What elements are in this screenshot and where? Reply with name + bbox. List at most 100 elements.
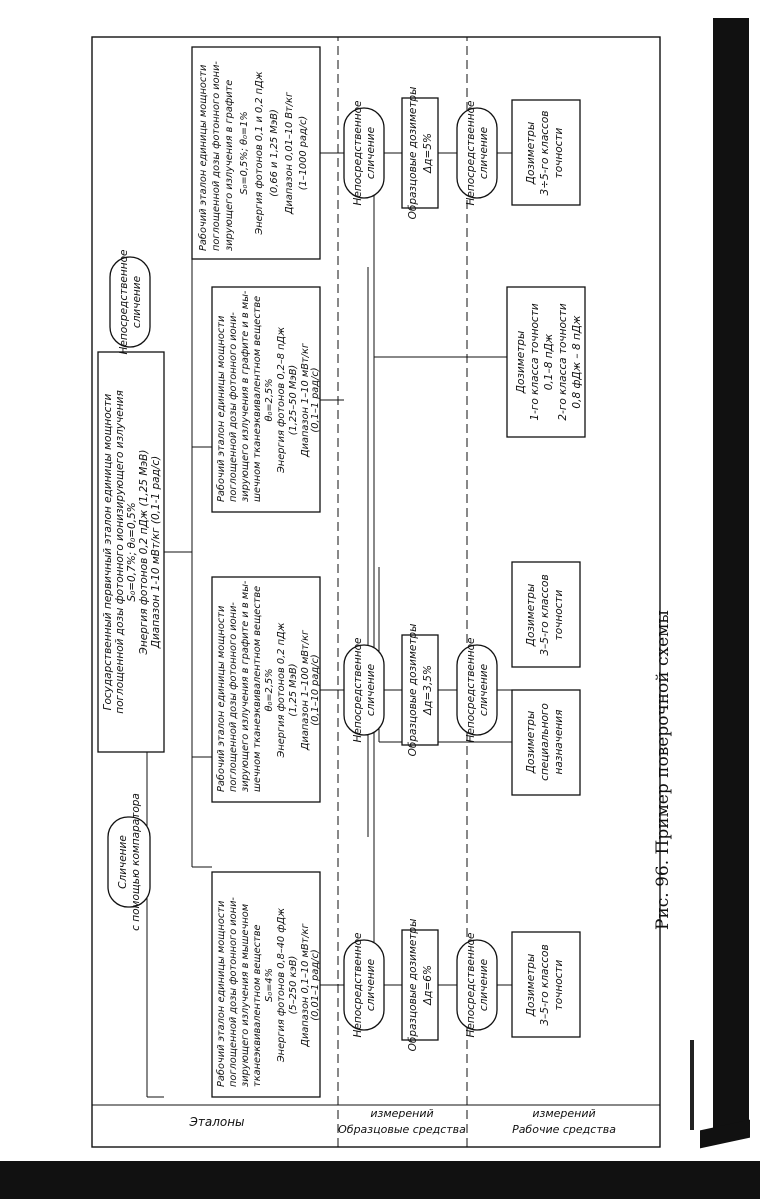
working-4-line-5: Энергия фотонов 0,1 и 0,2 пДж <box>254 71 265 235</box>
instrument-e <box>511 99 581 206</box>
direct-6-line-1: Непосредственное <box>465 101 477 206</box>
page-edge-line <box>690 1040 694 1130</box>
working-1-line-8: Диапазон 0,1–10 мВт/кг <box>300 922 311 1047</box>
method-direct-oval-4 <box>456 939 498 1031</box>
instrument-d <box>506 286 586 438</box>
direct-2-line-1: Непосредственное <box>352 638 364 743</box>
direct-1-line-1: Непосредственное <box>352 933 364 1038</box>
working-4-line-2: поглощенной дозы фотонного иони- <box>211 61 222 251</box>
method-direct-oval-6 <box>456 107 498 199</box>
working-1-line-1: Рабочий эталон единицы мощности <box>215 901 227 1087</box>
working-1-line-6: Энергия фотонов 0,8–40 фДж <box>276 908 287 1063</box>
instrument-c-line-3: точности <box>553 589 565 640</box>
working-2-line-4: шечном тканеэквивалентном веществе <box>252 586 263 792</box>
working-3-line-9: (0,1–1 рад/с) <box>310 367 321 432</box>
primary-line-1: Государственный первичный эталон единицы… <box>102 393 114 710</box>
band-label-obraztsovye-1: Образцовые средства <box>338 1123 466 1136</box>
ref-1-line-1: Образцовые дозиметры <box>407 919 419 1052</box>
working-4-line-7: Диапазон 0,01–10 Вт/кг <box>284 91 295 215</box>
instrument-c-line-1: Дозиметры <box>525 584 537 648</box>
direct-4-line-2: сличение <box>478 959 490 1011</box>
diagram-frame <box>91 36 661 1148</box>
working-1-line-7: (5–250 кэВ) <box>288 956 299 1015</box>
ref-2-line-2: Δд=3,5% <box>422 665 434 716</box>
direct-4-line-1: Непосредственное <box>465 933 477 1038</box>
method-direct-oval-3 <box>343 107 385 199</box>
instrument-d-line-3: 0,1–8 пДж <box>543 333 555 390</box>
working-2-line-6: Энергия фотонов 0,2 пДж <box>276 622 287 758</box>
working-1-line-9: (0,01–1 рад/с) <box>310 949 321 1020</box>
method-comparator-line-1: Сличение <box>117 835 129 889</box>
instrument-b <box>511 689 581 796</box>
working-1-line-4: тканеэквивалентном веществе <box>252 924 263 1087</box>
ref-3-line-2: Δд=5% <box>422 133 434 174</box>
direct-2-line-2: сличение <box>365 664 377 716</box>
working-2-line-3: зирующего излучения в графите и в мы- <box>240 580 251 792</box>
working-4-line-3: зирующего излучения в графите <box>224 80 235 251</box>
working-3-line-4: шечном тканеэквивалентном веществе <box>252 296 263 502</box>
working-4-line-4: S₀=0,5%; θ₀=1% <box>239 111 250 194</box>
working-1-line-5: S₀=4% <box>264 968 275 1002</box>
instrument-a-line-2: 3–5-го классов <box>539 944 551 1025</box>
primary-line-4: Энергия фотонов 0,2 пДж (1,25 МэВ) <box>138 450 150 656</box>
working-1-line-3: зирующего излучения в мышечном <box>240 903 251 1087</box>
working-4-line-1: Рабочий эталон единицы мощности <box>197 65 209 251</box>
ref-3-line-1: Образцовые дозиметры <box>407 87 419 220</box>
working-2-line-9: (0,1–10 рад/с) <box>310 654 321 725</box>
instrument-e-line-1: Дозиметры <box>525 122 537 186</box>
band-label-obraztsovye-2: измерений <box>370 1107 433 1120</box>
working-4-line-6: (0,66 и 1,25 МэВ) <box>269 109 280 197</box>
direct-5-line-1: Непосредственное <box>465 638 477 743</box>
instrument-d-line-2: 1-го класса точности <box>529 303 541 420</box>
direct-3-line-2: сличение <box>365 127 377 179</box>
working-3-line-5: θ₀=2,5% <box>264 378 275 421</box>
working-3-line-2: поглощенной дозы фотонного иони- <box>228 312 239 502</box>
band-label-etalons: Эталоны <box>188 1115 244 1129</box>
instrument-b-line-1: Дозиметры <box>525 711 537 775</box>
direct-1-line-2: сличение <box>365 959 377 1011</box>
working-2-line-1: Рабочий эталон единицы мощности <box>215 606 227 792</box>
primary-line-5: Диапазон 1-10 мВт/кг (0,1-1 рад/с) <box>150 456 162 649</box>
primary-line-2: поглощенной дозы фотонного ионизирующего… <box>114 390 126 714</box>
working-1-line-2: поглощенной дозы фотонного иони- <box>228 897 239 1087</box>
instrument-b-line-2: специального <box>539 703 551 781</box>
instrument-e-line-3: точности <box>553 127 565 178</box>
method-direct-top-line-2: сличение <box>131 276 143 328</box>
band-label-rabochie-2: измерений <box>532 1107 595 1120</box>
method-direct-top-line-1: Непосредственное <box>118 250 130 355</box>
working-2-line-5: θ₀=2,5% <box>264 668 275 711</box>
ref-1-line-2: Δд=6% <box>422 965 434 1006</box>
figure-caption: Рис. 96. Пример поверочной схемы <box>653 610 673 930</box>
working-4-line-8: (1–1000 рад/с) <box>298 116 309 191</box>
instrument-d-line-4: 2-го класса точности <box>557 303 569 420</box>
direct-3-line-1: Непосредственное <box>352 101 364 206</box>
instrument-c-line-2: 3–5-го классов <box>539 574 551 655</box>
working-2-line-2: поглощенной дозы фотонного иони- <box>228 602 239 792</box>
instrument-a-line-1: Дозиметры <box>525 954 537 1018</box>
ref-2-line-1: Образцовые дозиметры <box>407 624 419 757</box>
instrument-d-line-1: Дозиметры <box>515 331 527 395</box>
instrument-a-line-3: точности <box>553 959 565 1010</box>
working-3-line-7: (1,25–50 МэВ) <box>288 365 299 436</box>
working-3-line-3: зирующего излучения в графите и в мы- <box>240 290 251 502</box>
page-edge-shadow-right <box>713 18 749 1136</box>
working-3-line-1: Рабочий эталон единицы мощности <box>215 316 227 502</box>
instrument-a <box>511 931 581 1038</box>
page-edge-shadow-bottom <box>0 1161 760 1199</box>
working-3-line-8: Диапазон 1–10 мВт/кг <box>300 342 311 458</box>
primary-line-3: S₀=0,7%; θ₀=0,5% <box>126 502 138 601</box>
method-comparator-line-2: с помощью компаратора <box>130 793 142 931</box>
instrument-c <box>511 561 581 668</box>
direct-5-line-2: сличение <box>478 664 490 716</box>
method-direct-oval-5 <box>456 644 498 736</box>
working-2-line-7: (1,25 МэВ) <box>288 663 299 716</box>
band-label-rabochie-1: Рабочие средства <box>512 1123 616 1136</box>
instrument-d-line-5: 0,8 фДж – 8 пДж <box>571 315 583 409</box>
working-2-line-8: Диапазон 1–100 мВт/кг <box>300 629 311 751</box>
instrument-b-line-3: назначения <box>553 710 565 775</box>
method-direct-oval-2 <box>343 644 385 736</box>
instrument-e-line-2: 3÷5-го классов <box>539 111 551 196</box>
working-3-line-6: Энергия фотонов 0,2–8 пДж <box>276 327 287 474</box>
direct-6-line-2: сличение <box>478 127 490 179</box>
